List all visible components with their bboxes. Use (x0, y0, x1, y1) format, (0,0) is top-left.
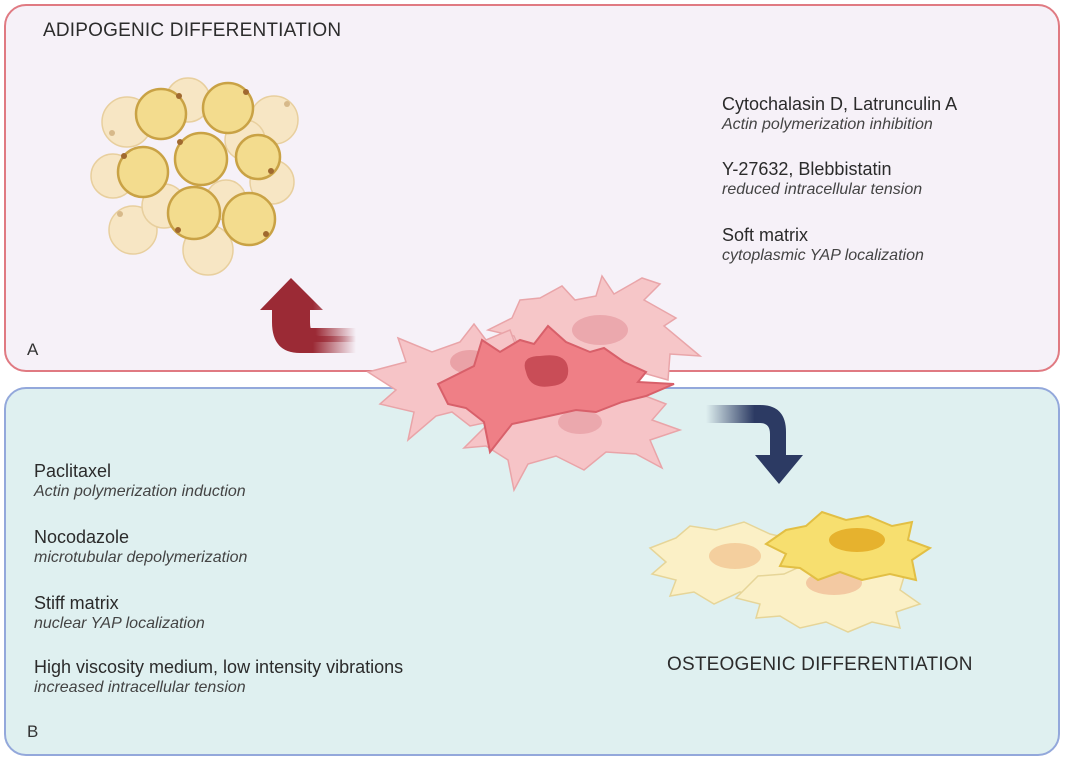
osteocyte-cluster-icon (648, 510, 933, 633)
osteo-item-4-name: High viscosity medium, low intensity vib… (34, 657, 404, 677)
adipo-item-2-name: Y-27632, Blebbistatin (722, 159, 892, 179)
osteogenic-title: OSTEOGENIC DIFFERENTIATION (667, 654, 973, 675)
panel-b-label: B (27, 722, 39, 741)
adipo-item-1: Cytochalasin D, Latrunculin A Actin poly… (722, 93, 957, 135)
osteo-item-3: Stiff matrix nuclear YAP localization (34, 592, 205, 634)
adipo-item-1-name: Cytochalasin D, Latrunculin A (722, 94, 958, 114)
curved-arrow-down-icon (706, 405, 803, 484)
adipogenic-title: ADIPOGENIC DIFFERENTIATION (43, 20, 342, 41)
adipo-item-3: Soft matrix cytoplasmic YAP localization (722, 224, 924, 266)
adipo-item-3-name: Soft matrix (722, 225, 809, 245)
stem-cell-cluster-icon (366, 274, 703, 493)
osteo-item-2-effect: microtubular depolymerization (34, 549, 248, 566)
curved-arrow-up-icon (260, 278, 356, 353)
osteo-item-3-effect: nuclear YAP localization (34, 615, 205, 632)
osteo-item-1: Paclitaxel Actin polymerization inductio… (34, 460, 246, 502)
osteo-item-1-effect: Actin polymerization induction (34, 483, 246, 500)
osteo-item-2-name: Nocodazole (34, 527, 130, 547)
osteo-item-1-name: Paclitaxel (34, 461, 112, 481)
adipo-item-2: Y-27632, Blebbistatin reduced intracellu… (722, 158, 922, 200)
panel-a-label: A (27, 340, 39, 359)
osteo-item-4: High viscosity medium, low intensity vib… (34, 656, 403, 698)
osteo-item-4-effect: increased intracellular tension (34, 679, 246, 696)
adipocyte-cluster-icon (90, 77, 299, 276)
osteo-item-3-name: Stiff matrix (34, 593, 119, 613)
osteo-item-2: Nocodazole microtubular depolymerization (34, 526, 247, 568)
adipo-item-2-effect: reduced intracellular tension (722, 181, 923, 198)
adipo-item-3-effect: cytoplasmic YAP localization (722, 247, 924, 264)
adipo-item-1-effect: Actin polymerization inhibition (722, 116, 933, 133)
